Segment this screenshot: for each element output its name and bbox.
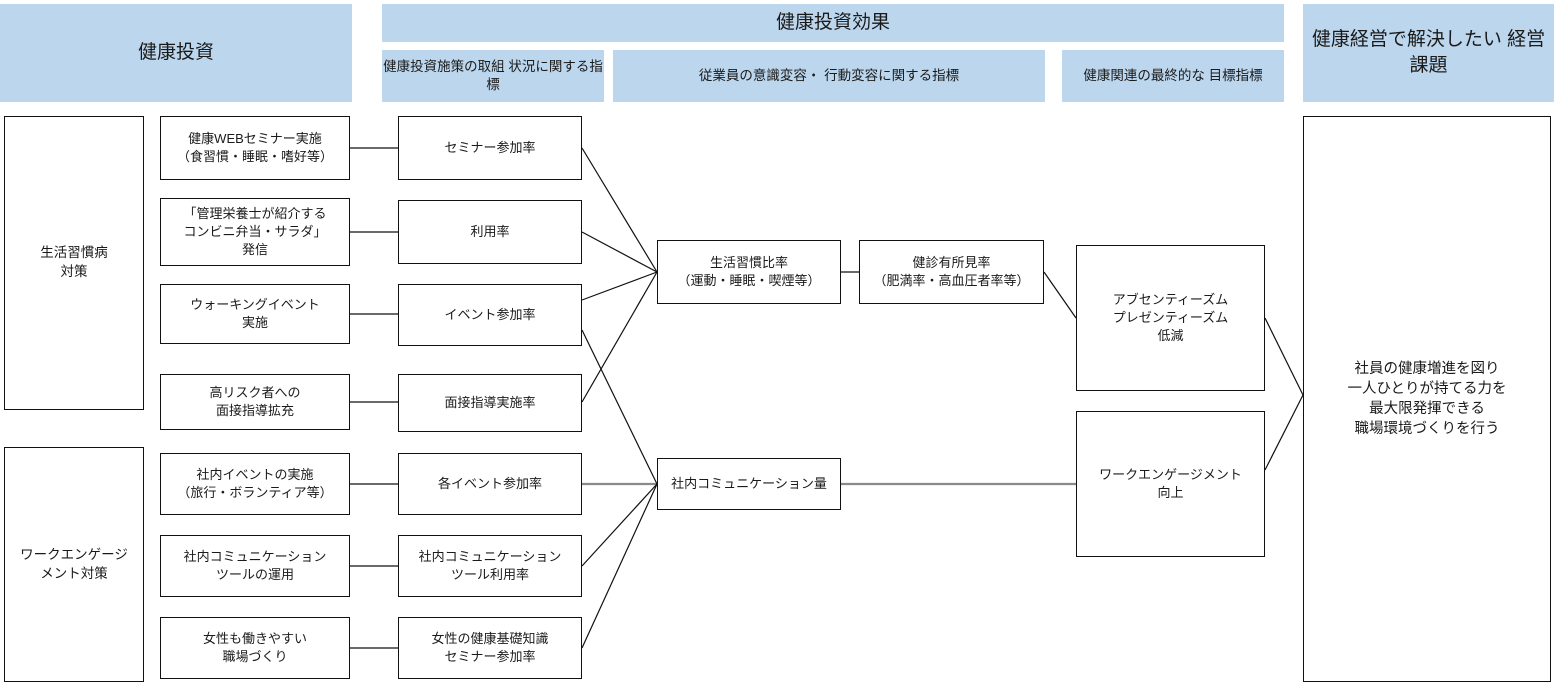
- kpi-label: 女性の健康基礎知識 セミナー参加率: [431, 631, 549, 664]
- kpi-label: イベント参加率: [444, 307, 536, 323]
- kpi-box-comm-tool-usage[interactable]: 社内コミュニケーション ツール利用率: [398, 535, 582, 597]
- target-box-absenteeism-presenteeism[interactable]: アブセンティーズム プレゼンティーズム 低減: [1076, 245, 1265, 391]
- initiative-box-women-friendly-workplace[interactable]: 女性も働きやすい 職場づくり: [160, 617, 350, 679]
- header-effect: 健康投資効果: [382, 4, 1284, 42]
- target-label: ワークエンゲージメント 向上: [1099, 467, 1242, 500]
- kpi-box-women-health-seminar[interactable]: 女性の健康基礎知識 セミナー参加率: [398, 617, 582, 679]
- initiative-label: 社内イベントの実施 （旅行・ボランティア等）: [177, 467, 333, 500]
- goal-label: 社員の健康増進を図り 一人ひとりが持てる力を 最大限発揮できる 職場環境づくりを…: [1347, 361, 1507, 437]
- category-label: ワークエンゲージ メント対策: [20, 546, 128, 581]
- category-box-lifestyle-disease[interactable]: 生活習慣病 対策: [4, 116, 144, 410]
- initiative-box-high-risk-interview[interactable]: 高リスク者への 面接指導拡充: [160, 374, 350, 430]
- category-box-work-engagement[interactable]: ワークエンゲージ メント対策: [4, 447, 144, 682]
- initiative-box-walking-event[interactable]: ウォーキングイベント 実施: [160, 284, 350, 344]
- target-box-work-engagement-improvement[interactable]: ワークエンゲージメント 向上: [1076, 411, 1265, 557]
- category-label: 生活習慣病 対策: [40, 245, 108, 279]
- kpi-label: 面接指導実施率: [444, 395, 536, 411]
- header-effect-sub-1-label: 健康投資施策の取組 状況に関する指標: [383, 58, 603, 92]
- kpi-box-seminar-participation[interactable]: セミナー参加率: [398, 116, 582, 180]
- header-effect-sub-3: 健康関連の最終的な 目標指標: [1062, 50, 1284, 102]
- initiative-box-dietitian-conveni[interactable]: 「管理栄養士が紹介する コンビニ弁当・サラダ」 発信: [160, 198, 350, 266]
- outcome-label: 社内コミュニケーション量: [671, 476, 827, 492]
- header-effect-sub-3-label: 健康関連の最終的な 目標指標: [1083, 67, 1263, 83]
- kpi-box-usage-rate[interactable]: 利用率: [398, 200, 582, 264]
- outcome-box-lifestyle-ratio[interactable]: 生活習慣比率 （運動・睡眠・喫煙等）: [657, 240, 841, 304]
- header-effect-sub-2-label: 従業員の意識変容・ 行動変容に関する指標: [698, 67, 960, 83]
- kpi-box-event-participation[interactable]: イベント参加率: [398, 284, 582, 346]
- goal-box-management-issue[interactable]: 社員の健康増進を図り 一人ひとりが持てる力を 最大限発揮できる 職場環境づくりを…: [1303, 116, 1551, 682]
- initiative-label: ウォーキングイベント 実施: [190, 297, 320, 330]
- initiative-label: 社内コミュニケーション ツールの運用: [183, 549, 327, 582]
- initiative-label: 高リスク者への 面接指導拡充: [209, 385, 301, 418]
- target-label: アブセンティーズム プレゼンティーズム 低減: [1112, 292, 1229, 343]
- kpi-label: セミナー参加率: [444, 140, 536, 156]
- header-investment: 健康投資: [0, 4, 352, 102]
- initiative-label: 女性も働きやすい 職場づくり: [202, 631, 307, 664]
- outcome-label: 生活習慣比率 （運動・睡眠・喫煙等）: [677, 255, 821, 288]
- outcome-box-internal-communication-volume[interactable]: 社内コミュニケーション量: [657, 458, 841, 510]
- kpi-label: 利用率: [470, 224, 510, 240]
- kpi-box-interview-implementation[interactable]: 面接指導実施率: [398, 374, 582, 432]
- initiative-label: 「管理栄養士が紹介する コンビニ弁当・サラダ」 発信: [183, 206, 327, 257]
- outcome-label: 健診有所見率 （肥満率・高血圧者率等）: [873, 255, 1030, 288]
- initiative-box-web-seminar[interactable]: 健康WEBセミナー実施 （食習慣・睡眠・嗜好等）: [160, 116, 350, 180]
- header-management-issue-label: 健康経営で解決したい 経営課題: [1311, 29, 1546, 76]
- initiative-box-comm-tool[interactable]: 社内コミュニケーション ツールの運用: [160, 535, 350, 597]
- kpi-label: 各イベント参加率: [437, 476, 542, 492]
- initiative-box-internal-event[interactable]: 社内イベントの実施 （旅行・ボランティア等）: [160, 453, 350, 515]
- header-effect-sub-1: 健康投資施策の取組 状況に関する指標: [382, 50, 604, 102]
- kpi-label: 社内コミュニケーション ツール利用率: [418, 549, 562, 582]
- header-management-issue: 健康経営で解決したい 経営課題: [1303, 4, 1554, 102]
- header-effect-label: 健康投資効果: [775, 12, 890, 34]
- outcome-box-checkup-findings-rate[interactable]: 健診有所見率 （肥満率・高血圧者率等）: [859, 240, 1044, 304]
- kpi-box-each-event-participation[interactable]: 各イベント参加率: [398, 453, 582, 515]
- initiative-label: 健康WEBセミナー実施 （食習慣・睡眠・嗜好等）: [176, 131, 333, 164]
- header-investment-label: 健康投資: [137, 42, 214, 64]
- header-effect-sub-2: 従業員の意識変容・ 行動変容に関する指標: [613, 50, 1045, 102]
